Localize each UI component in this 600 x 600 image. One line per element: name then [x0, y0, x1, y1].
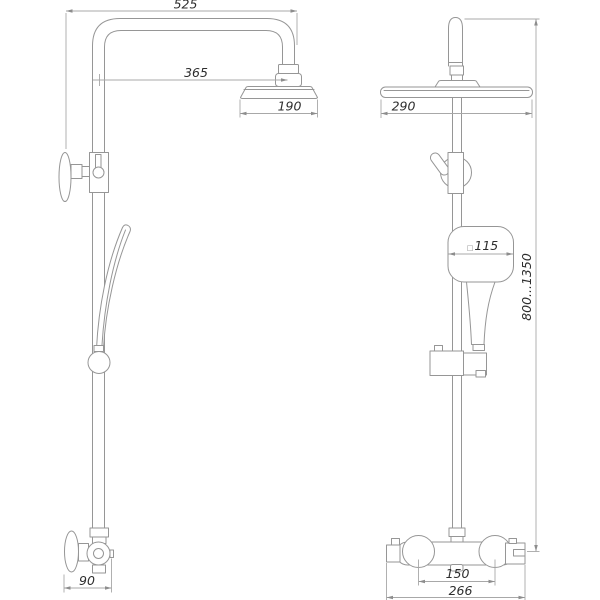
hand-shower-handle [466, 281, 496, 345]
shower-arm-and-riser-side [92, 18, 295, 532]
valve-knob-side [93, 548, 104, 559]
wall-union-right [505, 542, 526, 565]
dimension-115: □115 [448, 238, 513, 256]
mixer-collar-b [450, 536, 464, 543]
arrow-right [311, 111, 318, 116]
bracket-arm-b [81, 166, 90, 177]
dimension-266: 266 [386, 563, 526, 600]
hand-shower-side [87, 224, 131, 374]
overhead-shower-side [240, 64, 318, 99]
diverter-clamp [447, 152, 464, 194]
mixer-outlet [450, 564, 464, 572]
wall-bracket-top-side [58, 152, 109, 202]
pipe-top-dome [448, 17, 463, 67]
union-slot-right [513, 549, 526, 557]
wall-union-left [386, 544, 401, 563]
slider-bracket-front [429, 345, 487, 378]
dimension-150: 150 [418, 559, 496, 586]
diverter-lever [429, 152, 450, 176]
bracket-slot [95, 154, 102, 168]
wall-flange-top [58, 152, 72, 202]
arrow-right [105, 586, 112, 590]
dim-label-365: 365 [184, 65, 208, 80]
arrow-right [488, 579, 495, 584]
head-connector-nut [278, 64, 299, 74]
head-mount-cap [434, 80, 481, 88]
arrow-right [518, 595, 525, 600]
dimension-90: 90 [63, 558, 112, 593]
arrow-right [506, 252, 513, 256]
arrow-left [240, 111, 247, 116]
thermostat-valve-side [64, 527, 114, 574]
bracket-knob [92, 166, 105, 179]
bracket-arm-a [70, 164, 83, 179]
dimension-365: 365 [93, 65, 288, 86]
valve-lower-block [92, 564, 106, 574]
arm-inner-line [104, 30, 283, 532]
overhead-head-front [380, 86, 533, 98]
bracket-nub-bottom [475, 370, 486, 378]
dimension-290: 290 [380, 99, 533, 118]
dim-label-290: 290 [392, 99, 416, 114]
union-nub-left [391, 538, 400, 546]
slider-holder-side [87, 351, 111, 374]
holder-tab [93, 345, 104, 352]
dim-label-190: 190 [278, 99, 302, 114]
arrow-right [290, 9, 297, 13]
arrow-bottom [534, 545, 538, 552]
valve-body-side [86, 541, 111, 566]
union-nub-right [508, 538, 517, 544]
bracket-clamp-block [429, 350, 464, 376]
wall-flange-bottom [64, 530, 79, 573]
square-section-symbol: □ [467, 244, 474, 252]
mixer-collar-a [448, 527, 466, 537]
head-collar-a [449, 65, 464, 76]
side-view: 525 365 190 90 [58, 0, 318, 593]
arrow-left [64, 586, 71, 590]
dim-label-525: 525 [174, 0, 198, 12]
bracket-nub-top [434, 345, 443, 352]
arrow-right [281, 78, 288, 82]
arrow-left [381, 111, 388, 116]
dimension-190: 190 [239, 99, 318, 118]
arrow-left [66, 9, 73, 13]
dimension-height-800-1350: 800...1350 [464, 18, 540, 552]
front-view: 290 □115 800...1350 150 [380, 17, 540, 600]
valve-collar-a [89, 527, 109, 538]
handle-connector [472, 344, 485, 351]
dim-value-115: 115 [474, 238, 498, 253]
arrow-right [525, 111, 532, 116]
arrow-left [418, 579, 425, 584]
hand-shower-front [447, 226, 514, 351]
arrow-left [386, 595, 393, 600]
overhead-shower-front [380, 65, 533, 98]
hand-shower-blade [96, 224, 131, 349]
overhead-head-profile [240, 86, 318, 99]
dim-label-90: 90 [79, 573, 95, 588]
dimension-525: 525 [65, 0, 298, 149]
diverter-front [429, 152, 472, 194]
dim-label-266: 266 [449, 583, 473, 598]
bracket-holder-block [463, 352, 487, 376]
valve-nub [109, 549, 114, 558]
hand-shower-ridge-line [101, 229, 126, 346]
dim-label-height-range: 800...1350 [519, 253, 534, 321]
dim-label-115: □115 [467, 238, 499, 253]
dim-label-150: 150 [446, 566, 470, 581]
arm-outer-line [92, 18, 295, 532]
mixer-valve-front [386, 527, 526, 572]
arrow-left [448, 252, 455, 256]
arrow-top [534, 19, 538, 26]
